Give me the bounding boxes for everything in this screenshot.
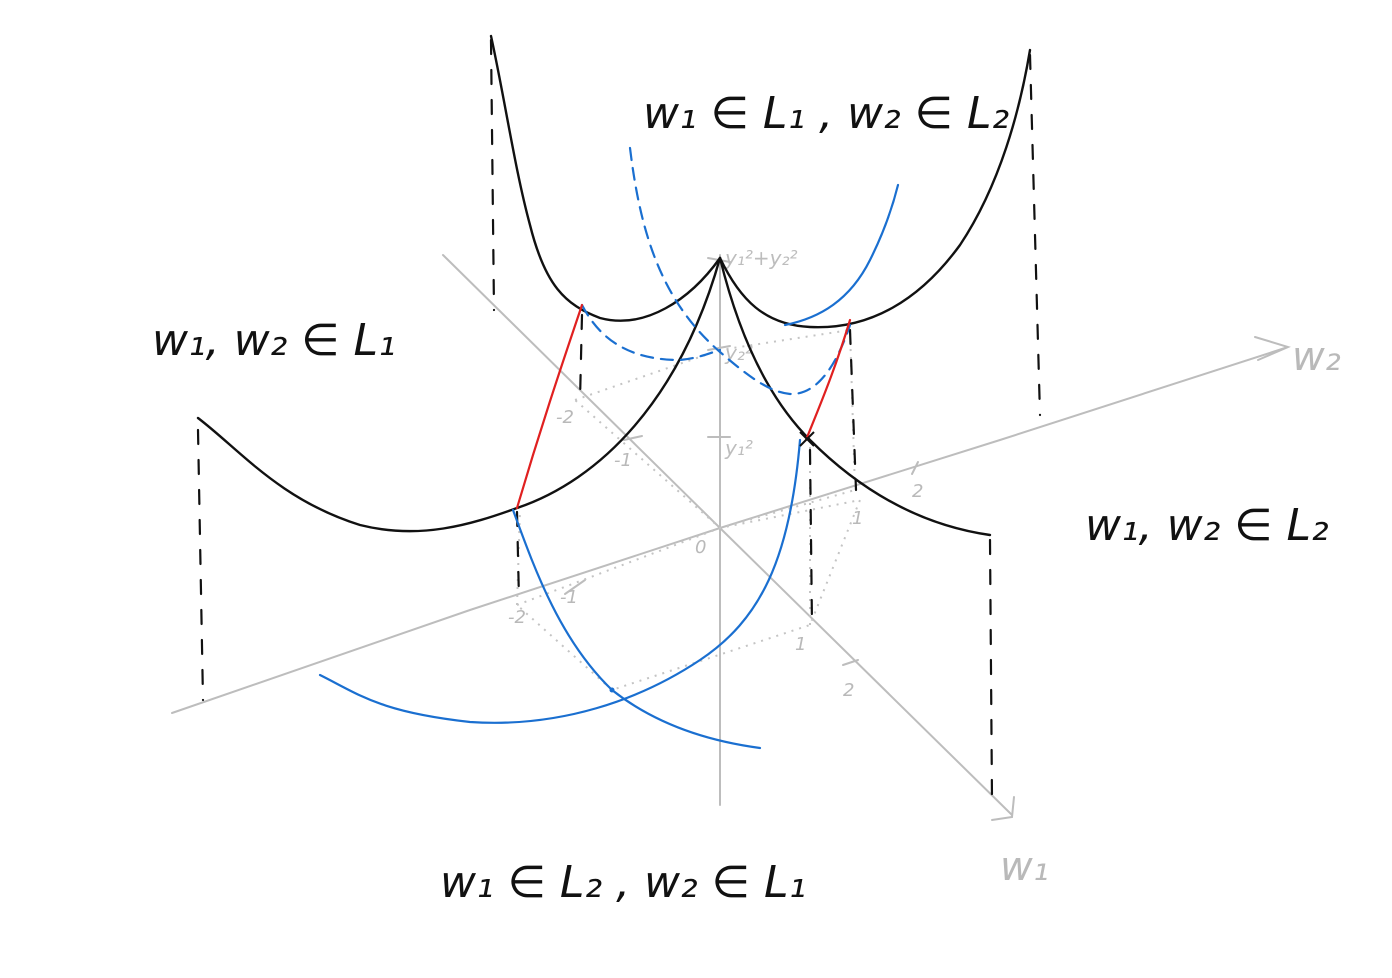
cross-mark (799, 431, 815, 447)
region-label-bottom: w₁ ∈ L₂ , w₂ ∈ L₁ (440, 857, 806, 908)
blue-lower-arc (318, 438, 802, 724)
axis-label-w2: w₂ (1292, 334, 1341, 380)
axis-label-w1: w₁ (1000, 844, 1049, 890)
curve-top-left (489, 34, 722, 322)
red-curves (515, 303, 852, 510)
origin-label: 0 (695, 537, 706, 558)
tick-w1-pos2 (842, 659, 859, 666)
curve-left (196, 256, 722, 533)
tick-label-w2-neg2: -2 (508, 607, 526, 628)
blue-curves (318, 146, 900, 750)
value-label-sumsq: y₁²+y₂² (724, 246, 798, 270)
tick-w1-neg1 (623, 435, 643, 441)
tick-label-w2-pos1: 1 (852, 508, 863, 529)
curve-right (718, 256, 992, 537)
tick-label-w2-pos2: 2 (912, 481, 923, 502)
dashed-top-right (1028, 53, 1042, 417)
region-label-left: w₁, w₂ ∈ L₁ (152, 315, 396, 366)
surface-curves (196, 34, 1032, 537)
dotted-guides (516, 328, 862, 692)
tick-label-w1-neg2: -2 (556, 407, 574, 428)
dashed-left-outer (196, 428, 205, 702)
dashed-inner-right-lower (808, 448, 814, 627)
blue-dashed-top-left (628, 146, 852, 396)
tick-w2-pos2 (911, 461, 919, 475)
tick-label-w1-pos1: 1 (795, 634, 806, 655)
value-label-y1sq: y₁² (724, 436, 753, 460)
tick-w2-neg2 (564, 579, 586, 595)
blue-dashed-top-inner (580, 303, 722, 362)
w1-axis (442, 254, 1013, 816)
red-left (515, 303, 584, 510)
w2-arrowhead (1254, 336, 1291, 361)
tick-label-w1-pos2: 2 (843, 680, 854, 701)
tick-label-w2-neg1: -1 (560, 587, 578, 608)
dashed-top-left (489, 38, 496, 312)
dotted-square-upper (574, 328, 857, 530)
w1-arrowhead (991, 796, 1015, 821)
dashed-inner-left-upper (578, 313, 584, 402)
intersection-mark (799, 431, 815, 447)
region-label-right: w₁, w₂ ∈ L₂ (1085, 500, 1329, 551)
dashed-verticals (196, 38, 1042, 802)
tick-label-w1-neg1: -1 (614, 450, 632, 471)
blue-lower-left (511, 508, 762, 750)
region-label-top: w₁ ∈ L₁ , w₂ ∈ L₂ (643, 88, 1009, 139)
dashed-inner-left-lower (515, 510, 521, 602)
tick-y2sq (707, 345, 731, 351)
dashed-right-outer (988, 538, 994, 802)
blue-top-right (783, 183, 900, 327)
point-lower (609, 687, 615, 693)
curve-top-right (718, 48, 1032, 329)
dashed-inner-right-upper (848, 328, 858, 492)
red-right (804, 318, 852, 442)
